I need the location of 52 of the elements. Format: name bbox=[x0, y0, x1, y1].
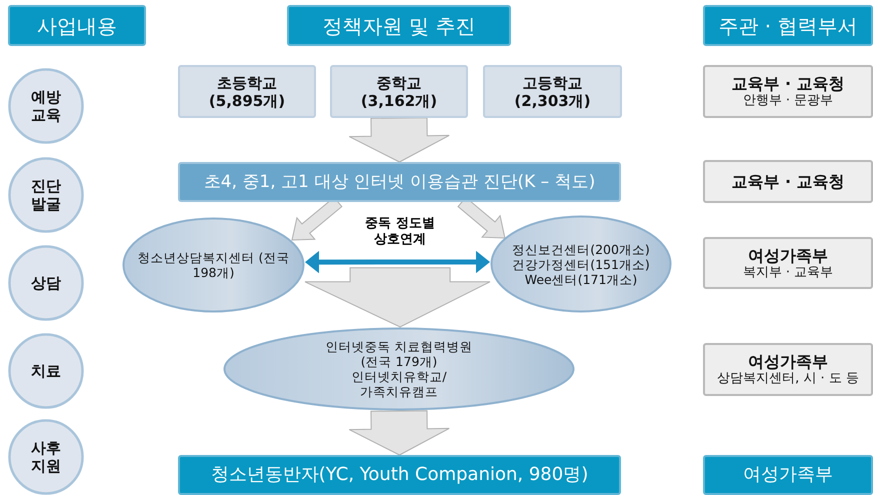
stage-text: 상담 bbox=[31, 274, 61, 292]
companion-bar bbox=[703, 455, 873, 495]
department-box bbox=[703, 160, 873, 203]
school-box bbox=[483, 65, 622, 118]
department-box bbox=[703, 65, 873, 118]
department-text: 교육부 · 교육청 bbox=[731, 172, 845, 192]
stage-circle bbox=[8, 68, 84, 144]
sub-text: Wee센터(171개소) bbox=[524, 272, 638, 286]
companion-text: 여성가족부 bbox=[743, 464, 833, 486]
center-text: 인터넷중독 치료협력병원 bbox=[326, 339, 472, 354]
header-text: 사업내용 bbox=[37, 14, 117, 38]
block-arrow bbox=[348, 410, 450, 456]
sub-text: 복지부 · 교육부 bbox=[742, 264, 834, 280]
stage-circle bbox=[8, 245, 84, 321]
diagnosis-text: 초4, 중1, 고1 대상 인터넷 이용습관 진단(K – 척도) bbox=[204, 172, 596, 192]
sub-text: 상담복지센터, 시 · 도 등 bbox=[717, 371, 859, 387]
diagnosis-bar bbox=[178, 162, 621, 202]
header-text: 정책자원 및 추진 bbox=[322, 14, 476, 38]
department-text: 여성가족부 bbox=[748, 352, 828, 372]
stage-circle bbox=[8, 333, 84, 409]
stage-text: 진단 발굴 bbox=[30, 177, 62, 213]
center-ellipse bbox=[490, 215, 672, 313]
sub-text: 인터넷치유학교/가족치유캠프 bbox=[350, 369, 448, 399]
department-box bbox=[703, 237, 873, 289]
stage-text: 사후 지원 bbox=[30, 439, 62, 475]
school-box bbox=[330, 65, 468, 118]
school-text: 중학교 (3,162개) bbox=[360, 74, 438, 110]
sub-text: 안행부 · 문광부 bbox=[742, 93, 834, 109]
school-text: 초등학교 (5,895개) bbox=[208, 74, 286, 110]
center-ellipse bbox=[122, 217, 305, 313]
header-box bbox=[703, 5, 873, 46]
center-text: 정신보건센터(200개소) bbox=[512, 242, 650, 256]
sub-text: (전국 179개) bbox=[360, 354, 438, 369]
department-text: 교육부 · 교육청 bbox=[731, 74, 845, 94]
header-text: 주관 · 협력부서 bbox=[718, 14, 858, 38]
department-text: 여성가족부 bbox=[748, 246, 828, 265]
school-text: 고등학교 (2,303개) bbox=[513, 74, 592, 110]
stage-text: 예방 교육 bbox=[30, 88, 62, 124]
companion-bar bbox=[178, 455, 621, 495]
stage-text: 치료 bbox=[31, 362, 61, 380]
header-box bbox=[8, 5, 146, 46]
block-arrow bbox=[348, 117, 450, 163]
school-box bbox=[178, 65, 316, 118]
sub-text: 건강가정센터(151개소) bbox=[512, 256, 650, 272]
merge-arrow bbox=[304, 267, 490, 328]
stage-circle bbox=[8, 419, 84, 495]
center-ellipse bbox=[223, 327, 575, 411]
stage-circle bbox=[8, 157, 84, 233]
header-box bbox=[287, 5, 511, 46]
companion-text: 청소년동반자(YC, Youth Companion, 980명) bbox=[210, 464, 588, 486]
department-box bbox=[703, 343, 873, 396]
center-text: 청소년상담복지센터 (전국 198개) bbox=[136, 250, 290, 280]
